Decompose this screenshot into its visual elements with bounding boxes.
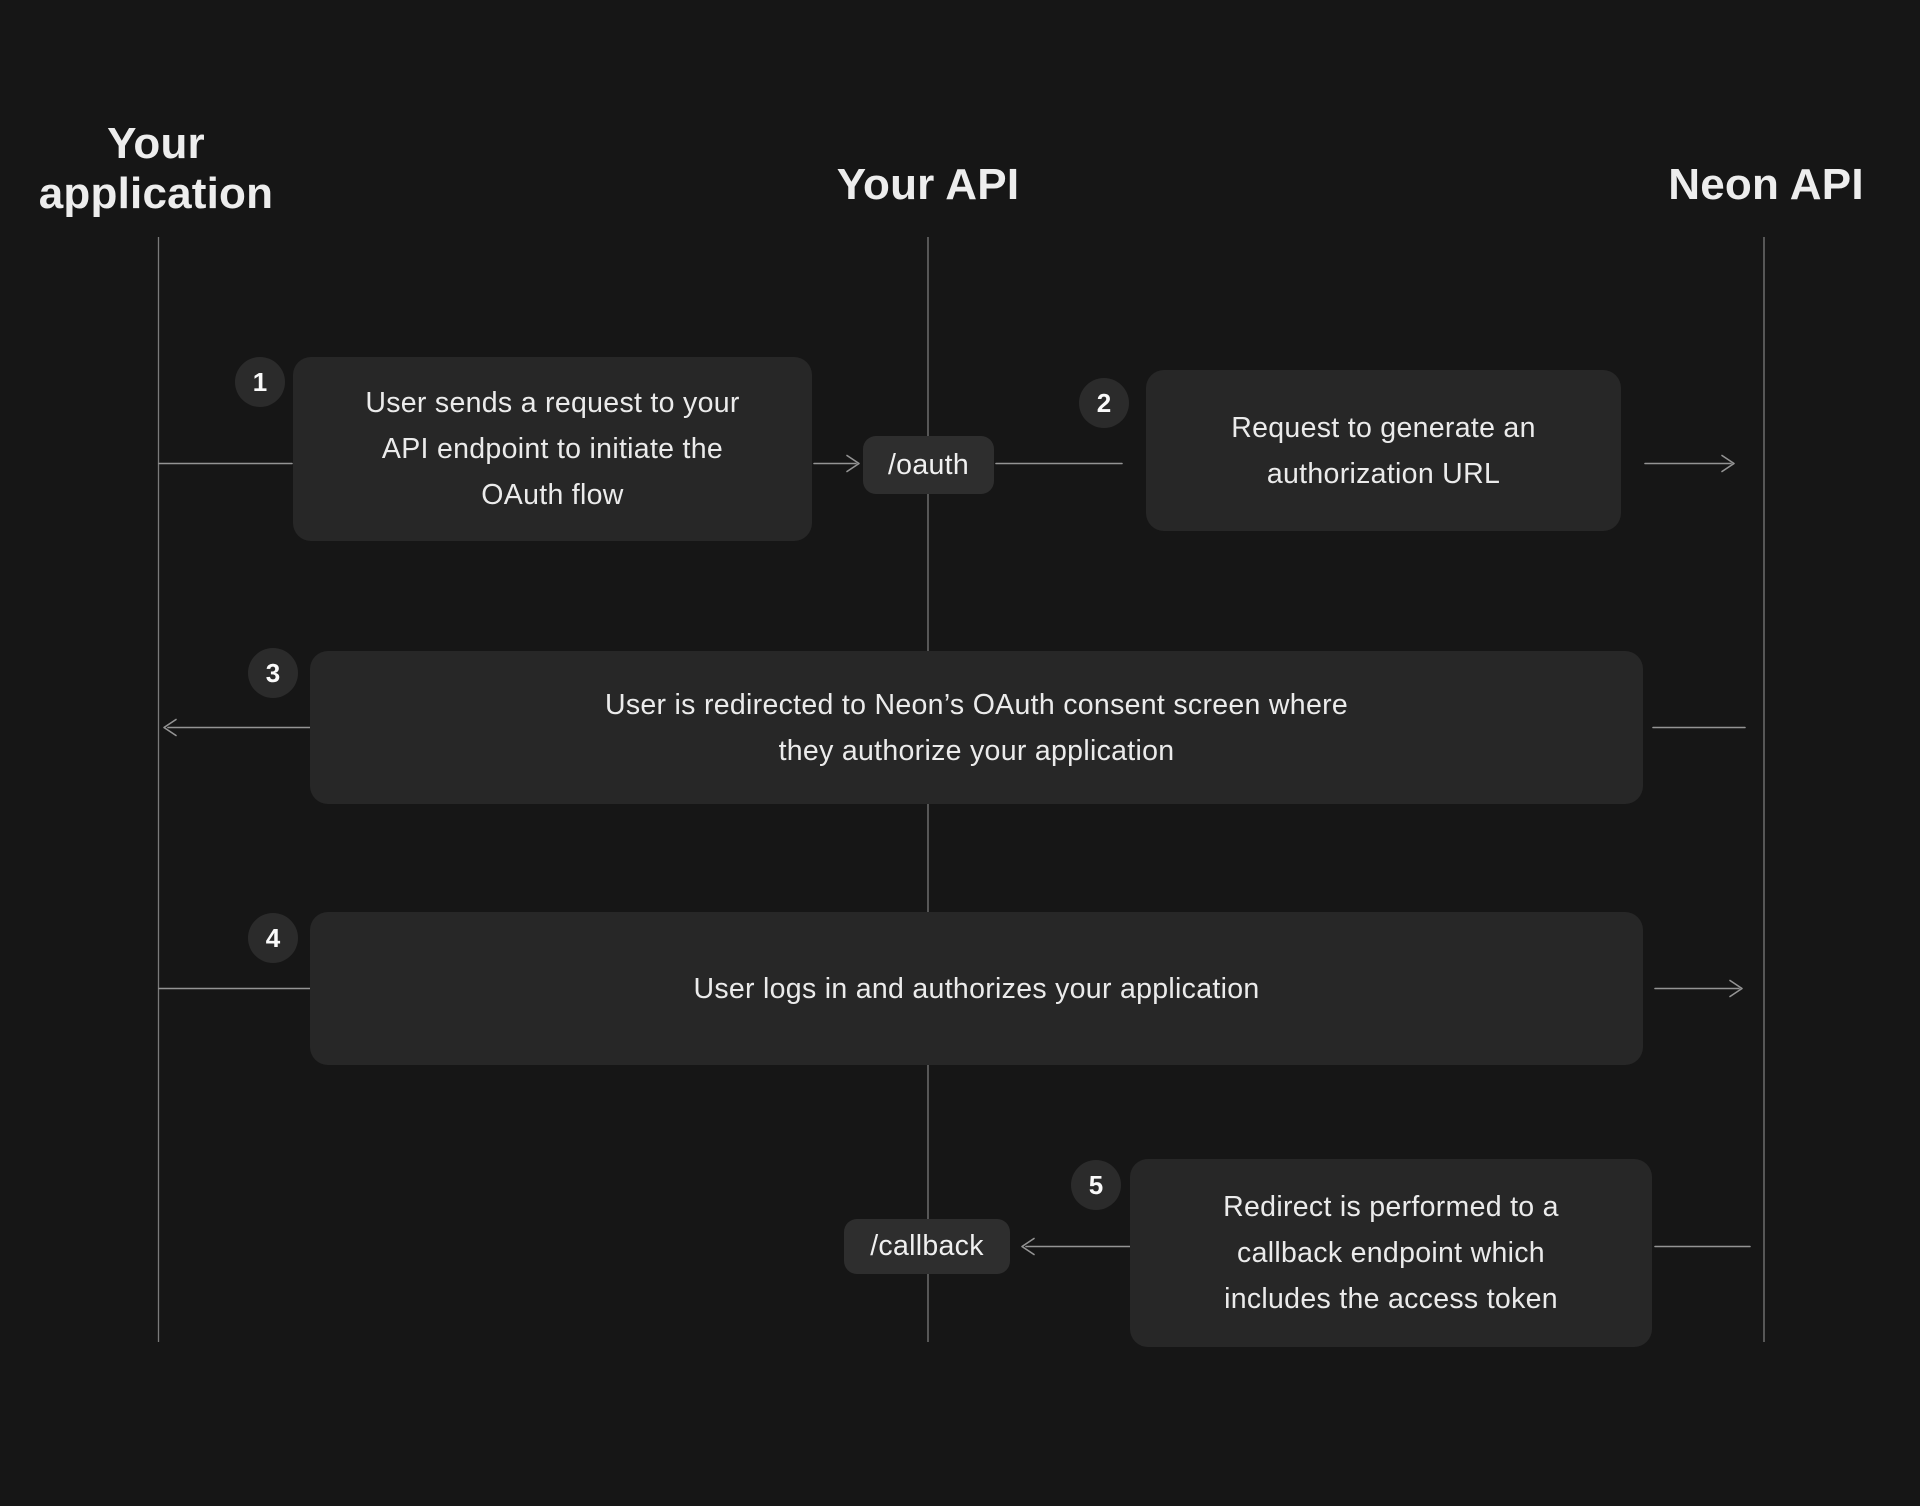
step-badge-3: 3 [248, 648, 298, 698]
arrowhead-left-icon [163, 718, 177, 737]
step-message-2: Request to generate an authorization URL [1146, 370, 1621, 531]
oauth-endpoint-chip: /oauth [863, 436, 994, 494]
step-message-1: User sends a request to your API endpoin… [293, 357, 812, 541]
step-badge-4: 4 [248, 913, 298, 963]
step-message-5: Redirect is performed to a callback endp… [1130, 1159, 1652, 1347]
arrowhead-right-icon [846, 454, 860, 473]
step-badge-5: 5 [1071, 1160, 1121, 1210]
lane-header-your-api: Your API [836, 160, 1020, 209]
step-badge-2: 2 [1079, 378, 1129, 428]
callback-endpoint-chip: /callback [844, 1219, 1010, 1274]
step-badge-1: 1 [235, 357, 285, 407]
arrowhead-right-icon [1729, 979, 1743, 998]
lane-header-your-application: Your application [38, 119, 274, 218]
arrowhead-right-icon [1721, 454, 1735, 473]
step-message-3: User is redirected to Neon’s OAuth conse… [310, 651, 1643, 804]
step-message-4: User logs in and authorizes your applica… [310, 912, 1643, 1065]
lane-header-neon-api: Neon API [1668, 160, 1864, 209]
arrowhead-left-icon [1021, 1237, 1035, 1256]
